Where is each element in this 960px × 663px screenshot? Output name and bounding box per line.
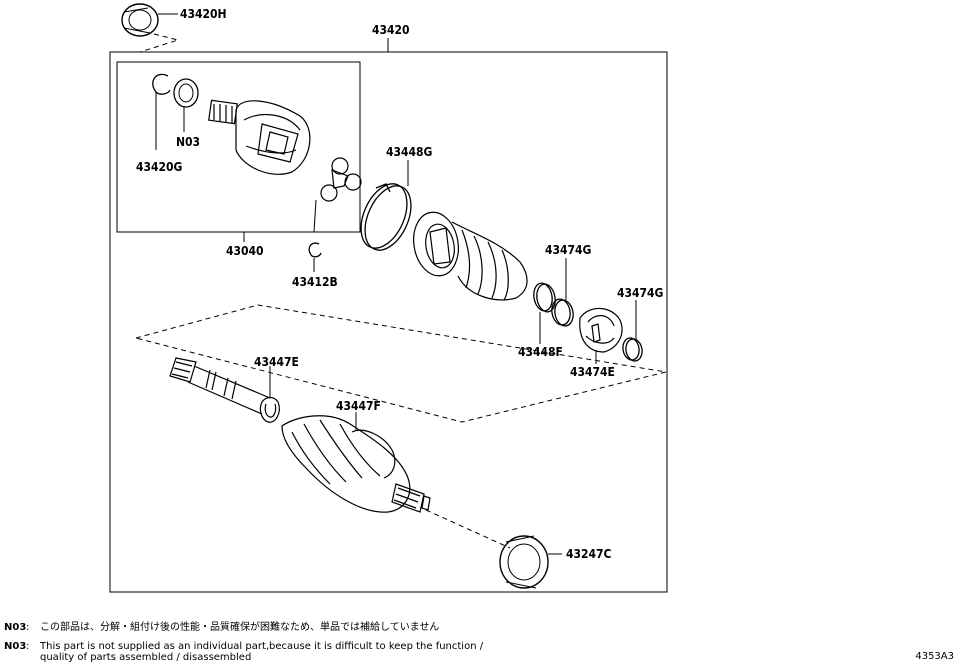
- diagram-code: 4353A3: [915, 651, 954, 662]
- boot-clamp-pair-right-icon: [622, 337, 643, 362]
- label-43247c: 43247C: [566, 547, 612, 561]
- snap-ring-small-icon: [308, 242, 322, 258]
- note-en-code: N03: [4, 641, 27, 652]
- label-43448f: 43448F: [518, 345, 563, 359]
- outer-assembly-frame: [109, 51, 668, 593]
- label-43474g-upper: 43474G: [545, 243, 592, 257]
- dust-seal-bottom-icon: [499, 535, 549, 589]
- outer-boot-icon: [281, 415, 431, 513]
- axle-shaft-icon: [169, 357, 280, 423]
- label-43420: 43420: [372, 23, 410, 37]
- dust-seal-top-icon: [121, 3, 159, 37]
- snap-ring-left-icon: [152, 73, 171, 95]
- note-english: N03: This part is not supplied as an indi…: [4, 641, 483, 663]
- inner-joint-housing-icon: [208, 99, 311, 175]
- label-43448g: 43448G: [386, 145, 433, 159]
- note-en-separator: :: [26, 641, 30, 652]
- inner-boot-large-icon: [413, 211, 528, 301]
- boot-clamp-large-icon: [360, 183, 412, 251]
- note-ja-separator: :: [26, 622, 30, 633]
- note-en-line1: This part is not supplied as an individu…: [40, 641, 484, 652]
- label-43412b: 43412B: [292, 275, 338, 289]
- label-43474g-right: 43474G: [617, 286, 664, 300]
- note-ja-text: この部品は、分解・組付け後の性能・品質確保が困難なため、単品では補給していません: [40, 622, 440, 633]
- boot-clamp-pair-upper-icon: [551, 298, 574, 327]
- label-43447f: 43447F: [336, 399, 381, 413]
- label-n03: N03: [176, 135, 200, 149]
- note-japanese: N03: この部品は、分解・組付け後の性能・品質確保が困難なため、単品では補給して…: [4, 622, 439, 633]
- boot-clamp-small-icon: [533, 282, 556, 313]
- note-en-line2: quality of parts assembled / disassemble…: [40, 652, 252, 663]
- label-43420h: 43420H: [180, 7, 227, 21]
- label-43474e: 43474E: [570, 365, 615, 379]
- label-43420g: 43420G: [136, 160, 183, 174]
- inner-joint-frame: [116, 61, 361, 233]
- label-43447e: 43447E: [254, 355, 299, 369]
- shaft-region-outline: [134, 304, 667, 423]
- seal-ring-n03-icon: [173, 78, 199, 108]
- tripod-spider-icon: [320, 157, 362, 202]
- note-ja-code: N03: [4, 622, 27, 633]
- label-43040: 43040: [226, 244, 264, 258]
- inner-boot-small-icon: [579, 307, 623, 353]
